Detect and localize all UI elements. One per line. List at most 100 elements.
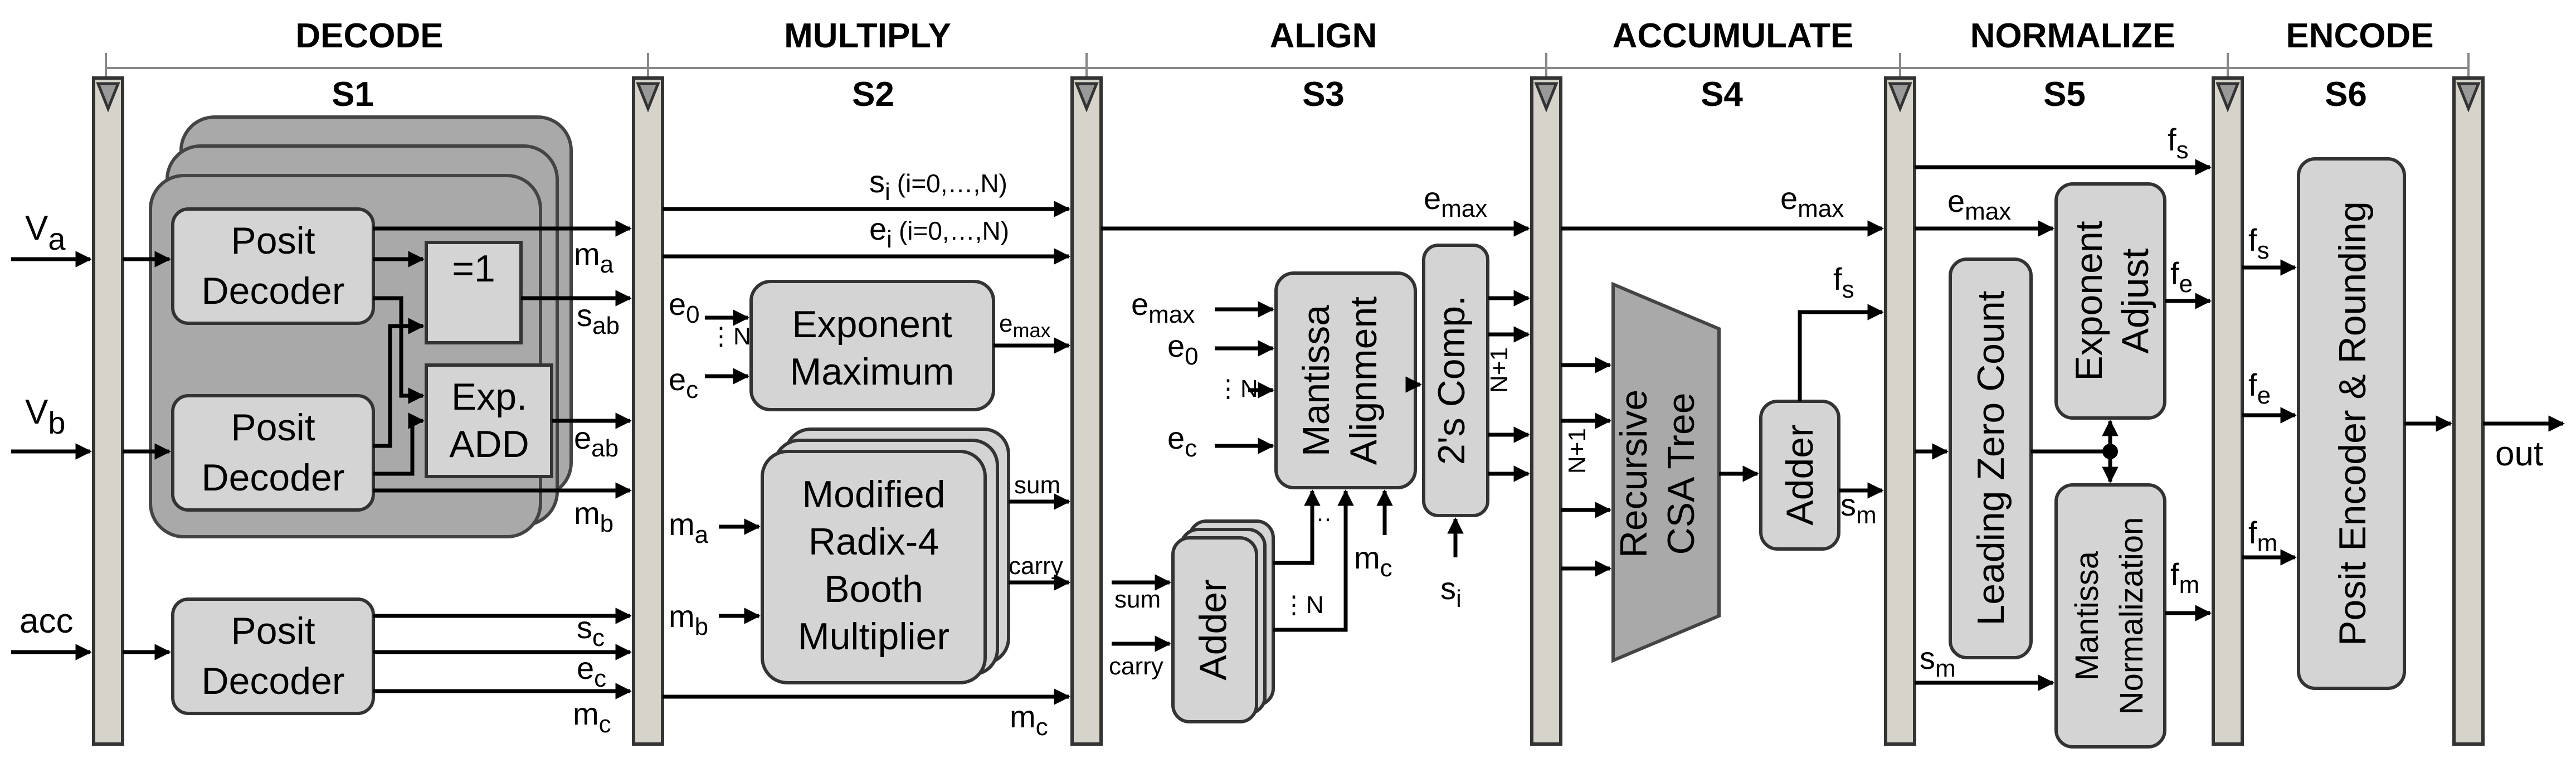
sig-fm-s6: fm (2248, 515, 2277, 557)
posit-decoder-a-label2: Decoder (201, 270, 344, 312)
sig-ma-out: ma (574, 236, 614, 278)
sig-emax-s2: emax (999, 310, 1051, 342)
sig-sm-s4: sm (1840, 487, 1877, 529)
input-vb: Vb (25, 393, 66, 440)
posit-decoder-acc (171, 597, 375, 715)
sig-emax-s3: emax (1424, 181, 1487, 222)
sig-fe-s5: fe (2170, 256, 2193, 298)
stage-id-s4: S4 (1701, 75, 1743, 114)
sig-sum-s2: sum (1014, 472, 1060, 499)
csa-tree-label1: Recursive (1613, 390, 1655, 558)
xor-eq-one-block (425, 241, 523, 344)
posit-decoder-a (171, 207, 375, 325)
s3-adder-dots-n: ⋮N (1282, 591, 1324, 619)
s3-adder-ellipsis: … (1308, 499, 1332, 527)
sig-mc-out: mc (573, 696, 611, 738)
stage-id-s1: S1 (332, 75, 374, 114)
exp-add-label2: ADD (449, 423, 529, 465)
sig-fe-s6: fe (2248, 367, 2271, 409)
adder-s4-label: Adder (1779, 424, 1821, 525)
mantissa-alignment-label2: Alignment (1342, 297, 1385, 465)
exp-add-label1: Exp. (451, 376, 527, 418)
sig-ec-s2: ec (669, 362, 698, 404)
sig-mc-s3: mc (1354, 540, 1392, 582)
adder-s3-block (1171, 536, 1258, 723)
stage-multiply: MULTIPLY (784, 17, 951, 55)
adder-s3-label: Adder (1192, 579, 1234, 680)
sig-fs-s5-top: fs (2168, 122, 2189, 164)
mantissa-alignment-label1: Mantissa (1295, 305, 1337, 456)
s2-dots-n: ⋮N (709, 323, 751, 350)
booth-label3: Booth (824, 568, 923, 610)
sig-fs-s6: fs (2248, 222, 2270, 264)
stage-bracket (105, 53, 2470, 78)
stage-id-s2: S2 (852, 75, 894, 114)
leading-zero-count-label: Leading Zero Count (1970, 290, 2012, 625)
sig-sum-s3: sum (1114, 586, 1161, 613)
mantissa-normalization-block (2054, 483, 2166, 749)
twos-comp-label: 2's Comp. (1430, 295, 1473, 465)
sig-emax-in: emax (1131, 286, 1195, 328)
sig-si-s3: si (1440, 571, 1462, 613)
sig-fs-s4: fs (1833, 261, 1854, 303)
s3-n-plus-1: N+1 (1486, 347, 1513, 393)
csa-tree-label2: CSA Tree (1660, 392, 1702, 555)
posit-decoder-a-label1: Posit (231, 220, 315, 262)
exponent-maximum-label1: Exponent (792, 303, 952, 346)
stage-id-s3: S3 (1302, 75, 1345, 114)
posit-decoder-b-label1: Posit (231, 406, 315, 449)
exp-add-block (425, 363, 553, 478)
posit-decoder-acc-label2: Decoder (201, 660, 344, 702)
sig-ec-in: ec (1167, 420, 1197, 462)
booth-label1: Modified (802, 473, 945, 516)
stage-id-s6: S6 (2325, 75, 2367, 114)
leading-zero-count-block (1949, 257, 2033, 659)
booth-label4: Multiplier (798, 615, 949, 658)
stage-decode: DECODE (295, 17, 443, 55)
posit-decoder-acc-label1: Posit (231, 610, 315, 652)
booth-label2: Radix-4 (809, 521, 939, 563)
sig-eab-out: eab (574, 420, 619, 462)
twos-comp-block (1422, 244, 1489, 517)
sig-ma-s2: ma (669, 507, 709, 548)
sig-fm-s5: fm (2170, 557, 2199, 599)
sig-mb-out: mb (574, 495, 613, 537)
exponent-maximum-label2: Maximum (790, 351, 955, 393)
posit-decoder-b-label2: Decoder (201, 456, 344, 499)
sig-mc-s2: mc (1010, 699, 1048, 741)
mantissa-normalization-label2: Normalization (2114, 517, 2150, 715)
sig-mb-s2: mb (669, 599, 708, 640)
sig-ei: ei(i=0,…,N) (869, 211, 1009, 253)
stage-encode: ENCODE (2286, 17, 2433, 55)
output-label: out (2495, 435, 2543, 473)
sig-emax-s4: emax (1780, 181, 1844, 222)
sig-ec-out: ec (577, 650, 606, 692)
csa-tree-block (1611, 281, 1721, 663)
xor-label: =1 (452, 247, 495, 290)
posit-encoder-label: Posit Encoder & Rounding (2331, 201, 2374, 646)
sig-sab-out: sab (577, 298, 620, 339)
stage-accumulate: ACCUMULATE (1613, 17, 1854, 55)
stage-normalize: NORMALIZE (1970, 17, 2176, 55)
input-va: Va (25, 209, 66, 256)
posit-decoder-b (171, 394, 375, 512)
sig-si: si(i=0,…,N) (869, 164, 1007, 206)
sig-emax-s5: emax (1947, 183, 2011, 225)
sig-carry-s3: carry (1109, 653, 1163, 680)
booth-multiplier-block (761, 450, 987, 684)
stage-id-s5: S5 (2043, 75, 2086, 114)
sig-sc-out: sc (577, 610, 605, 652)
s4-n-plus-1: N+1 (1564, 428, 1591, 474)
stage-align: ALIGN (1270, 17, 1377, 55)
sig-e0: e0 (669, 286, 700, 328)
sig-e0-in: e0 (1167, 328, 1199, 370)
exponent-adjust-label2: Adjust (2114, 248, 2156, 353)
mantissa-normalization-label1: Mantissa (2069, 551, 2105, 681)
pipeline-registers (92, 76, 2485, 746)
sig-sm-s5: sm (1920, 640, 1956, 682)
sig-carry-s2: carry (1009, 552, 1063, 580)
exponent-adjust-label1: Exponent (2068, 221, 2110, 381)
input-acc: acc (20, 602, 73, 640)
